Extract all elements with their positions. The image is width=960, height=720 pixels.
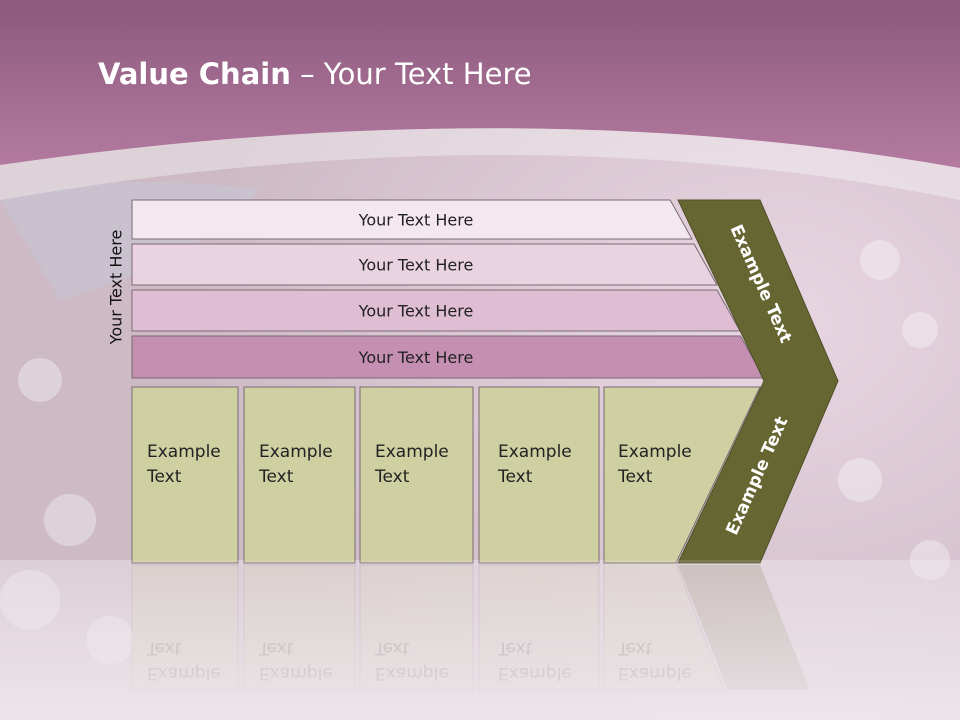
primary-column-label-3: Example Text [375, 442, 449, 487]
primary-column-2 [243, 386, 356, 564]
support-row-2 [131, 243, 718, 286]
support-row-1 [131, 199, 693, 240]
primary-column-label-5: Example Text [618, 442, 692, 487]
primary-column-4 [478, 386, 600, 564]
primary-column-label-4: Example Text [498, 442, 572, 487]
support-row-label-4: Your Text Here [358, 348, 474, 367]
support-row-label-3: Your Text Here [358, 302, 474, 321]
support-row-label-1: Your Text Here [358, 211, 474, 230]
primary-columns [131, 386, 761, 564]
title-bold: Value Chain [98, 57, 291, 91]
bottom-fade [0, 560, 960, 720]
slide-title: Value Chain – Your Text Here [98, 54, 798, 94]
primary-column-label-2: Example Text [259, 442, 333, 487]
support-row-label-2: Your Text Here [358, 256, 474, 275]
primary-column-3 [359, 386, 474, 564]
title-rest: – Your Text Here [290, 57, 532, 91]
primary-column-label-1: Example Text [147, 442, 221, 487]
